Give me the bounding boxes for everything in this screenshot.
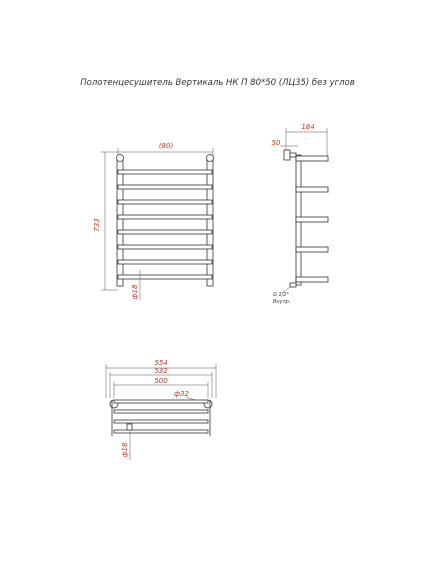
width-label: (80) — [159, 142, 174, 150]
shelf-arm — [295, 276, 329, 283]
bottom-outlet — [289, 282, 297, 288]
right-top-cap — [206, 154, 214, 162]
top-shelf-bar — [113, 399, 209, 404]
diameter-label: ф18 — [131, 284, 139, 299]
side-view: 184 50 G 1/2" Внутр. — [272, 123, 329, 305]
shelf-arm — [295, 246, 329, 253]
crossbar — [117, 169, 213, 175]
front-view: (80) 733 ф18 — [93, 142, 214, 300]
depth-label: 184 — [301, 123, 314, 131]
drawing-title: Полотенцесушитель Вертикаль НК П 80*50 (… — [80, 78, 355, 88]
height-label: 733 — [93, 218, 101, 231]
crossbar — [117, 214, 213, 220]
bottom-connector — [126, 423, 133, 431]
top-shelf-bar — [113, 429, 209, 434]
thread-leader — [281, 286, 291, 294]
top-shelf-bar — [113, 419, 209, 424]
left-post — [116, 156, 124, 287]
crossbar — [117, 184, 213, 190]
axis-label: 500 — [154, 377, 168, 385]
thread-label: G 1/2" — [273, 292, 289, 298]
crossbar — [117, 229, 213, 235]
offset-label: 50 — [272, 139, 281, 147]
crossbar — [117, 199, 213, 205]
crossbar — [117, 274, 213, 280]
top-view: 554 532 500 ф32 ф18 — [105, 359, 217, 460]
overall-label: 554 — [154, 359, 167, 367]
shelf-arm — [295, 216, 329, 223]
crossbars — [117, 169, 213, 280]
inner-label: 532 — [154, 367, 168, 375]
wall-connector — [283, 149, 291, 161]
thread-note: Внутр. — [273, 299, 290, 305]
crossbar — [117, 244, 213, 250]
top-shelf-bar — [113, 409, 209, 414]
connector-stub — [289, 152, 297, 158]
diameter-label-top: ф18 — [121, 442, 129, 457]
pipe-label: ф32 — [174, 390, 189, 398]
shelf-arm — [295, 155, 329, 162]
shelf-arm — [295, 186, 329, 193]
left-top-cap — [116, 154, 124, 162]
right-post — [206, 156, 214, 287]
crossbar — [117, 259, 213, 265]
